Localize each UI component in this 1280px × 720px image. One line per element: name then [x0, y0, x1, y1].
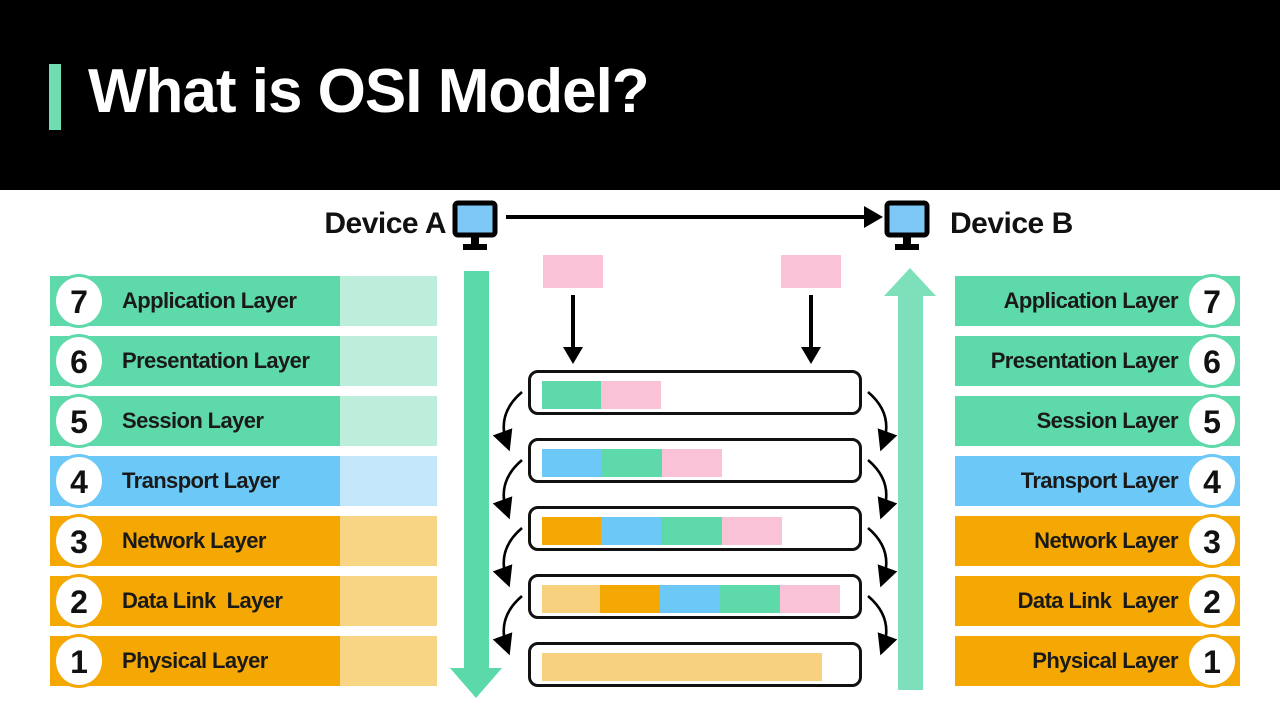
data-down-arrow-line [809, 295, 813, 347]
layer-label: Network Layer [1034, 528, 1178, 553]
data-down-arrow-head [801, 347, 821, 364]
monitor-screen [452, 200, 498, 238]
data-unit [543, 255, 603, 288]
layer-label: Transport Layer [122, 468, 280, 493]
layer-extension [340, 276, 437, 326]
up-arrow-shaft [898, 296, 923, 690]
layer-number-badge: 5 [53, 394, 105, 448]
layer-number-badge: 6 [53, 334, 105, 388]
encapsulation-curve-arrow-left [492, 391, 523, 452]
monitor-icon [884, 200, 930, 250]
packet-segment-orange [542, 517, 601, 545]
layer-number-badge: 2 [1186, 574, 1238, 628]
layer-label: Data Link Layer [1017, 588, 1179, 613]
layer-number-badge: 1 [53, 634, 105, 688]
packet-box [528, 506, 862, 551]
packet-segment-pink [662, 449, 722, 477]
layer-extension [340, 396, 437, 446]
layer-extension [340, 516, 437, 566]
encapsulation-curve-arrow-right [867, 391, 898, 452]
layer-number-badge: 6 [1186, 334, 1238, 388]
monitor-screen [884, 200, 930, 238]
layer-extension [340, 576, 437, 626]
packet-segment-green [542, 381, 601, 409]
layer-number-badge: 7 [53, 274, 105, 328]
layer-number-badge: 1 [1186, 634, 1238, 688]
slide-title: What is OSI Model? [88, 57, 650, 126]
packet-segment-pink [601, 381, 661, 409]
layer-number-badge: 4 [1186, 454, 1238, 508]
packet-segment-blue [542, 449, 601, 477]
device-link-arrow-line [506, 215, 868, 219]
packet-segment-green [661, 517, 722, 545]
layer-number-badge: 4 [53, 454, 105, 508]
layer-extension [340, 636, 437, 686]
packet-segment-pale_orange [542, 653, 822, 681]
layer-label: Application Layer [122, 288, 297, 313]
layer-number-badge: 2 [53, 574, 105, 628]
down-arrow-head [450, 668, 502, 698]
layer-number-badge: 3 [53, 514, 105, 568]
layer-label: Transport Layer [1020, 468, 1179, 493]
title-accent-bar [49, 64, 61, 130]
packet-box [528, 642, 862, 687]
layer-extension [340, 456, 437, 506]
packet-box [528, 574, 862, 619]
layer-extension [340, 336, 437, 386]
layer-label: Application Layer [1003, 288, 1179, 313]
packet-segment-orange [600, 585, 660, 613]
packet-box [528, 438, 862, 483]
title-bar: What is OSI Model? [0, 0, 1280, 190]
encapsulation-curve-arrow-left [492, 459, 523, 520]
device-a-label: Device A [324, 207, 446, 240]
monitor-icon [452, 200, 498, 250]
encapsulation-curve-arrow-left [492, 527, 523, 588]
packet-segment-pink [722, 517, 782, 545]
device-link-arrow-head [864, 206, 883, 228]
device-b-label: Device B [950, 207, 1073, 240]
packet-box [528, 370, 862, 415]
data-down-arrow-line [571, 295, 575, 347]
packet-segment-pink [780, 585, 840, 613]
layer-number-badge: 5 [1186, 394, 1238, 448]
layer-label: Presentation Layer [990, 348, 1179, 373]
data-down-arrow-head [563, 347, 583, 364]
up-arrow-head [884, 268, 936, 296]
layer-label: Presentation Layer [122, 348, 310, 373]
packet-segment-green [720, 585, 780, 613]
down-arrow-shaft [464, 271, 489, 668]
packet-segment-green [601, 449, 662, 477]
packet-segment-blue [601, 517, 661, 545]
layer-label: Physical Layer [1032, 648, 1178, 673]
encapsulation-curve-arrow-left [492, 595, 523, 656]
packet-segment-pale_orange [542, 585, 600, 613]
layer-number-badge: 7 [1186, 274, 1238, 328]
layer-label: Physical Layer [122, 648, 268, 673]
encapsulation-curve-arrow-right [867, 595, 898, 656]
data-unit [781, 255, 841, 288]
packet-segment-blue [660, 585, 720, 613]
layer-label: Session Layer [1036, 408, 1179, 433]
layer-label: Session Layer [122, 408, 264, 433]
encapsulation-curve-arrow-right [867, 527, 898, 588]
encapsulation-curve-arrow-right [867, 459, 898, 520]
layer-label: Network Layer [122, 528, 266, 553]
layer-number-badge: 3 [1186, 514, 1238, 568]
layer-label: Data Link Layer [122, 588, 283, 613]
